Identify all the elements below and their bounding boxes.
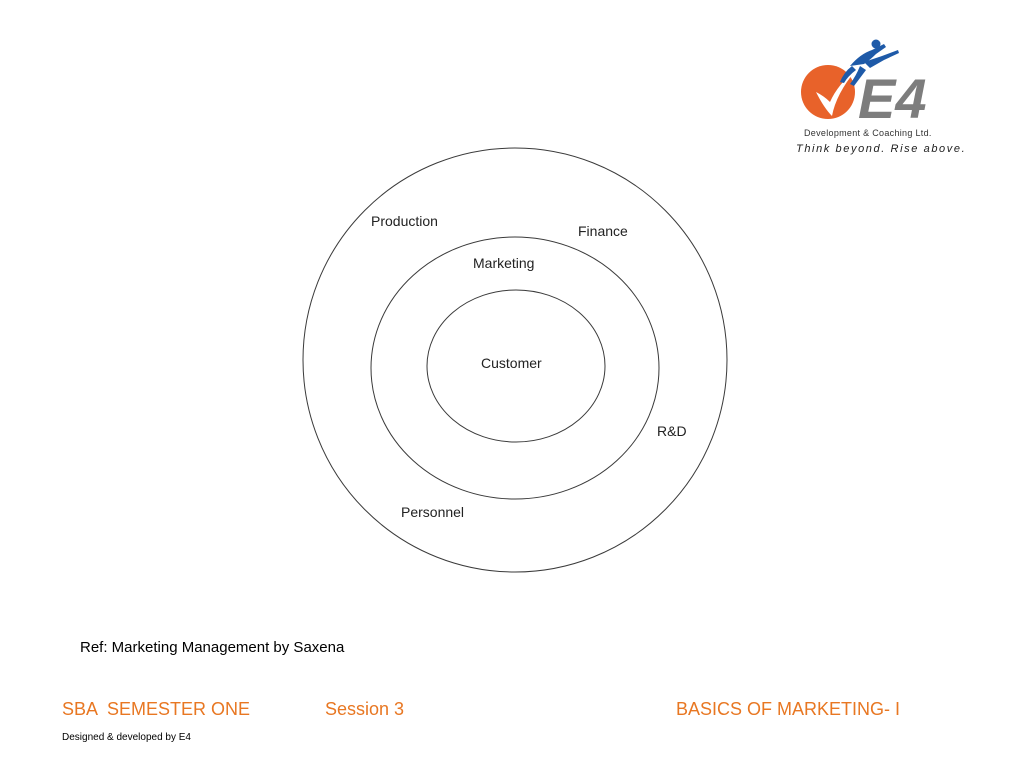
label-rnd: R&D [657,423,687,439]
concentric-diagram: Production Finance R&D Personnel Marketi… [290,140,740,580]
footer-program: SBA SEMESTER ONE [62,699,251,719]
diagram-rings [302,147,728,573]
label-marketing: Marketing [473,255,535,271]
label-finance: Finance [578,223,628,239]
e4-logo-mark: E4 [801,39,927,126]
footer-session: Session 3 [325,699,405,719]
middle-ring [370,236,660,500]
e4-logo: E4 Development & Coaching Ltd. Think bey… [790,36,990,166]
logo-orange-circle [801,65,855,119]
label-production: Production [371,213,438,229]
logo-swoosh [816,70,856,116]
leaping-figure-icon [840,39,899,86]
reference-text: Ref: Marketing Management by Saxena [80,639,345,656]
footer-topic: BASICS OF MARKETING- I [676,699,901,719]
label-customer: Customer [481,355,542,371]
footer-credit: Designed & developed by E4 [62,732,191,743]
label-personnel: Personnel [401,504,465,520]
logo-tagline: Think beyond. Rise above. [796,143,967,155]
logo-wordmark: E4 [858,67,927,126]
inner-ring [426,289,606,443]
outer-ring [302,147,728,573]
logo-subtitle: Development & Coaching Ltd. [804,128,932,138]
